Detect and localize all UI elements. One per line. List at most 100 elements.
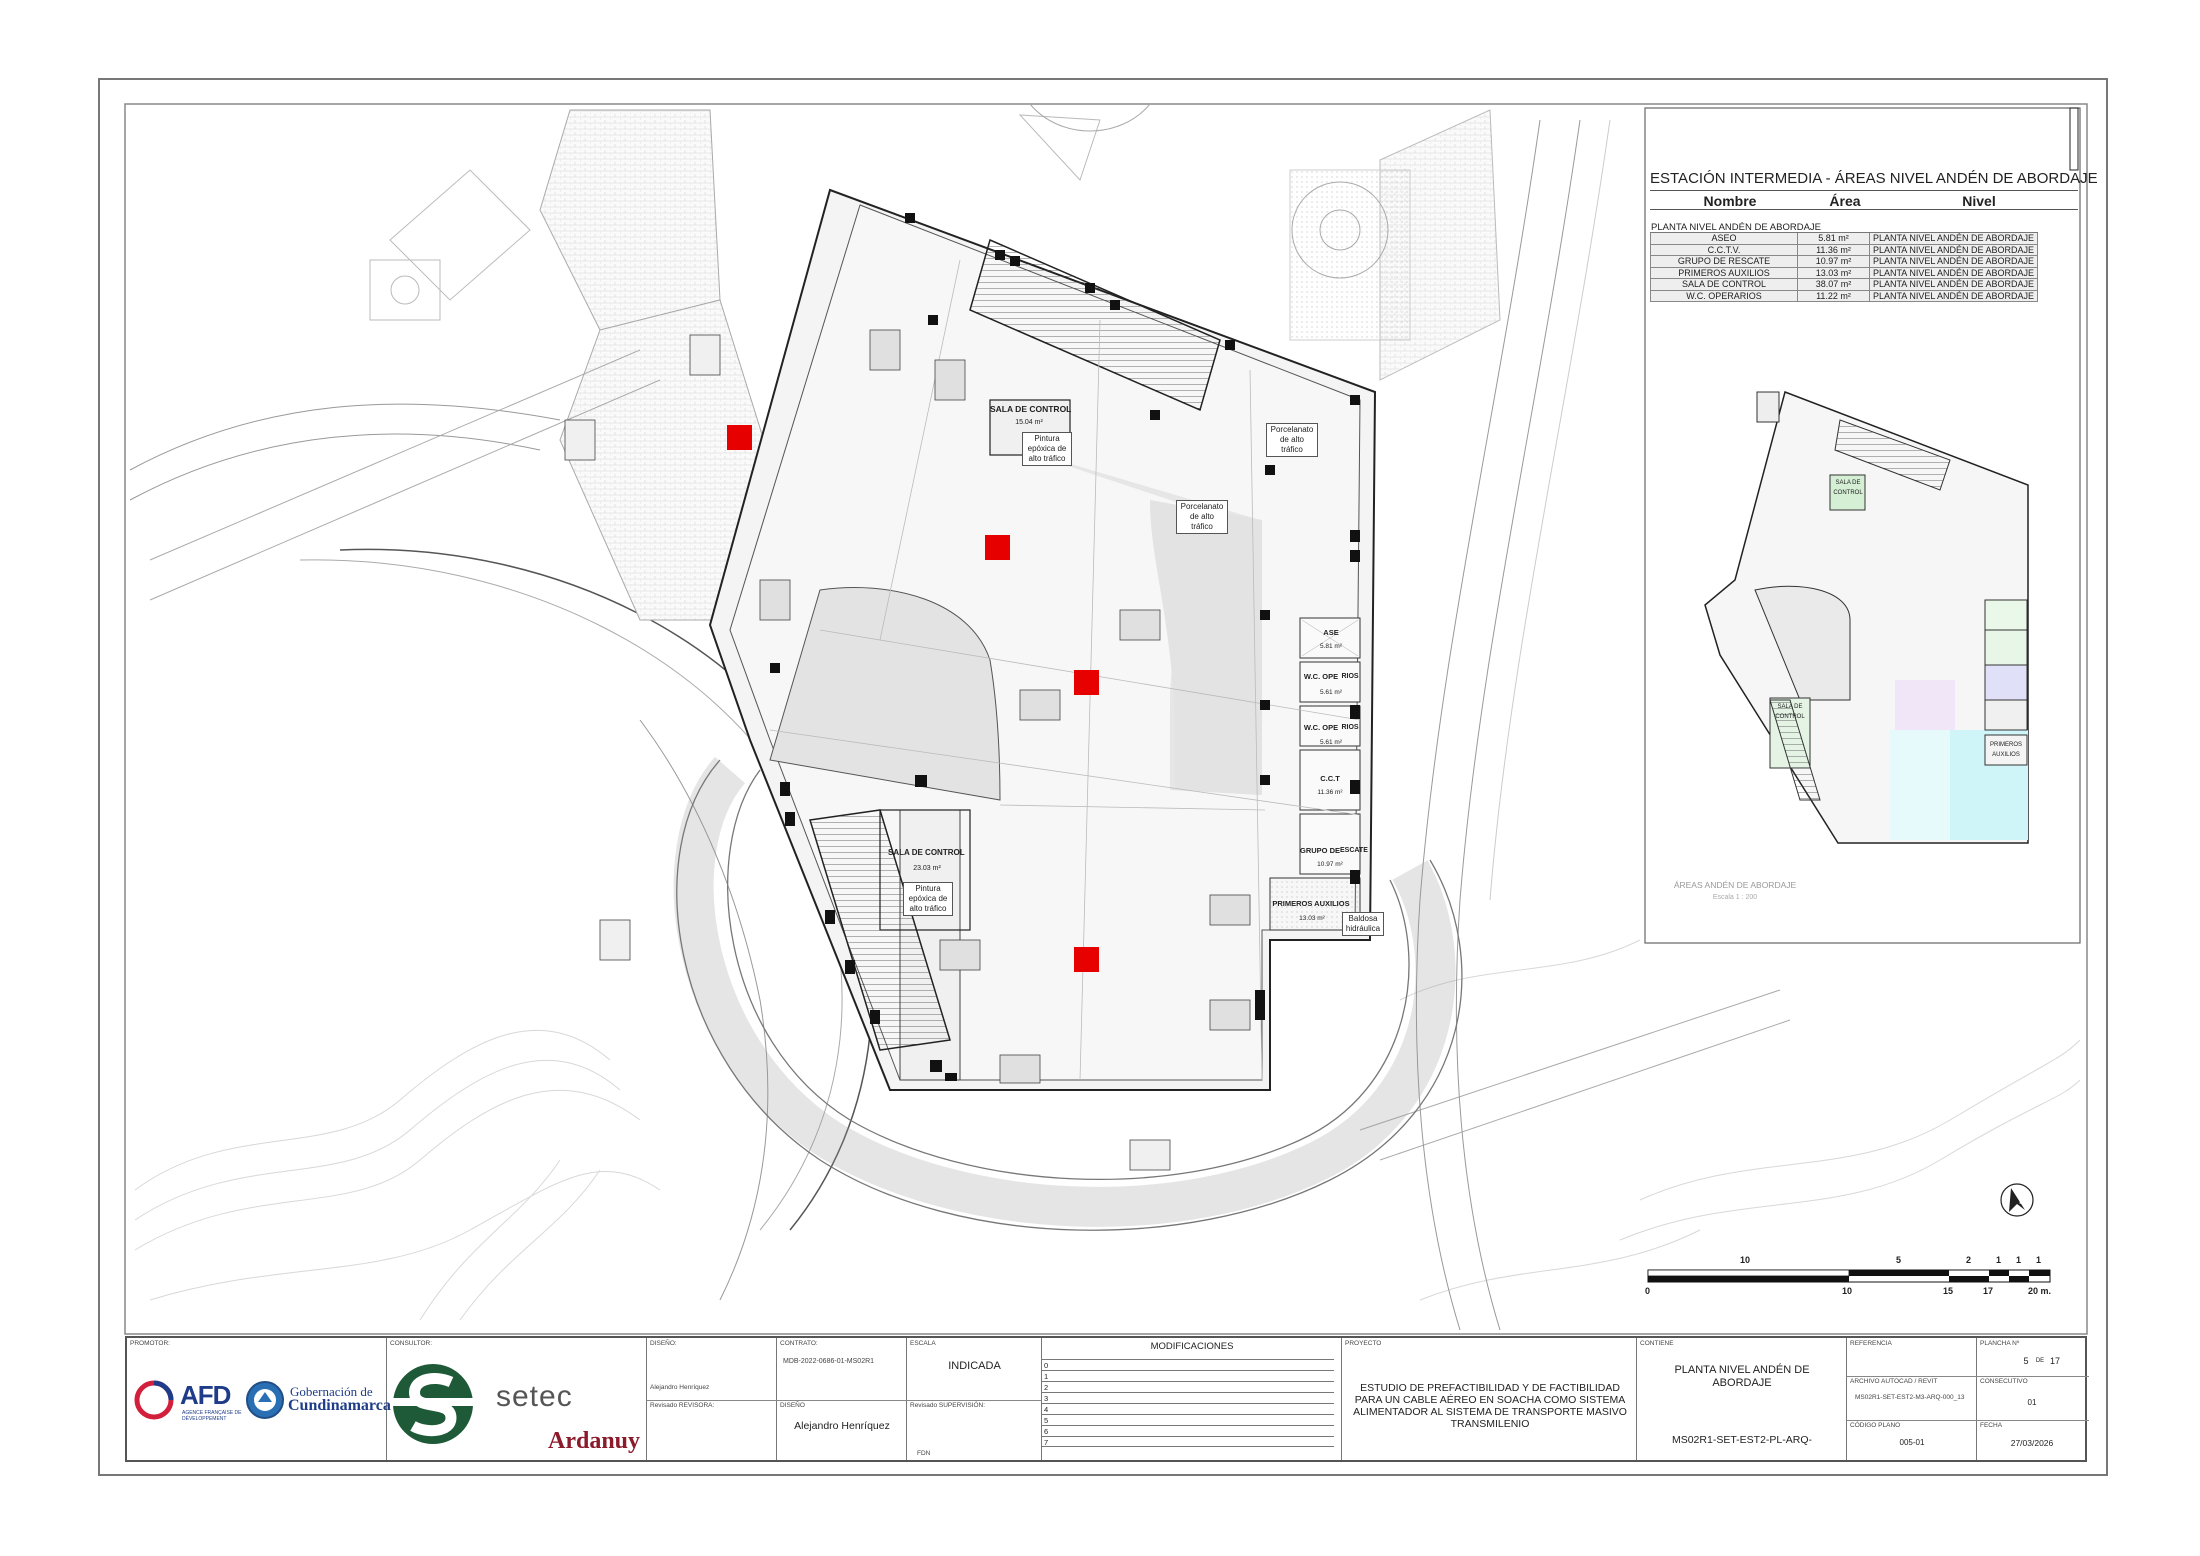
table-row: GRUPO DE RESCATE 10.97 m² PLANTA NIVEL A… — [1650, 256, 2038, 268]
mod-row: 5 — [1042, 1414, 1334, 1425]
afd-ring-icon — [134, 1380, 174, 1420]
setec-logo — [393, 1360, 473, 1453]
mod-row: 0 — [1042, 1359, 1334, 1370]
keyplan-caption: ÁREAS ANDÉN DE ABORDAJE — [1673, 880, 1797, 890]
divider — [777, 1400, 907, 1401]
cell-nombre: C.C.T.V. — [1650, 244, 1798, 255]
mod-row: 4 — [1042, 1403, 1334, 1414]
fecha-label: FECHA — [1980, 1422, 2003, 1429]
diseno-value-small: Alejandro Henríquez — [650, 1384, 710, 1391]
divider — [907, 1400, 1042, 1401]
plancha-label: PLANCHA Nº — [1980, 1340, 2020, 1347]
table-row: W.C. OPERARIOS 11.22 m² PLANTA NIVEL AND… — [1650, 290, 2038, 302]
scale-top-10: 10 — [1740, 1255, 1751, 1265]
contiene-value: PLANTA NIVEL ANDÉN DE ABORDAJE — [1674, 1364, 1810, 1389]
dibujo-label: DISEÑO — [780, 1402, 805, 1409]
plancha-value: 5 — [2023, 1356, 2029, 1366]
revisado-supervision-label: Revisado SUPERVISIÓN: — [910, 1402, 986, 1409]
label-grupo-b: ESCATE — [1340, 847, 1368, 854]
proyecto-cell — [1342, 1338, 1637, 1460]
plancha-total: 17 — [2049, 1356, 2060, 1366]
cell-nivel: PLANTA NIVEL ANDÉN DE ABORDAJE — [1870, 256, 2038, 267]
consecutivo-label: CONSECUTIVO — [1980, 1378, 2028, 1385]
setec-text: setec — [496, 1380, 573, 1413]
sheet-frame — [98, 78, 2108, 1476]
setec-s-icon — [393, 1364, 473, 1444]
cell-nivel: PLANTA NIVEL ANDÉN DE ABORDAJE — [1870, 244, 2038, 255]
col-area-header: Área — [1829, 193, 1861, 209]
label-aseo: ASE — [1323, 628, 1339, 637]
scale-bottom-0: 0 — [1645, 1286, 1651, 1296]
afd-logo — [134, 1378, 194, 1427]
cell-nombre: PRIMEROS AUXILIOS — [1650, 267, 1798, 278]
label-wc-2-area: 5.61 m² — [1319, 739, 1343, 746]
codigo-value: 005-01 — [1899, 1438, 1925, 1447]
keyplan-scale: Escala 1 : 200 — [1712, 894, 1758, 901]
mod-row: 3 — [1042, 1392, 1334, 1403]
cell-nombre: ASEO — [1650, 233, 1798, 244]
contour-lines — [134, 939, 2081, 1321]
scale-top-5: 5 — [1896, 1255, 1902, 1265]
seal-icon — [246, 1381, 284, 1419]
col-nombre-header: Nombre — [1703, 193, 1757, 209]
archivo-label: ARCHIVO AUTOCAD / REVIT — [1850, 1378, 1938, 1385]
keyplan-sala-control-bottom: SALA DE CONTROL — [1775, 704, 1805, 720]
roads — [149, 119, 1791, 1331]
label-grupo-area: 10.97 m² — [1317, 861, 1343, 868]
referencia-label: REFERENCIA — [1850, 1340, 1892, 1347]
dibujo-value: Alejandro Henríquez — [794, 1420, 890, 1432]
col-nivel-header: Nivel — [1962, 193, 1996, 209]
label-primeros: PRIMEROS AUXILIOS — [1272, 899, 1350, 908]
cell-nivel: PLANTA NIVEL ANDÉN DE ABORDAJE — [1870, 290, 2038, 301]
archivo-value: MS02R1-SET-EST2-M3-ARQ-000_13 — [1855, 1394, 1965, 1401]
label-sala-control-1: SALA DE CONTROL — [990, 404, 1072, 414]
scale-top-2: 2 — [1966, 1255, 1972, 1265]
promotor-label: PROMOTOR: — [130, 1340, 170, 1347]
label-aseo-area: 5.81 m² — [1319, 643, 1343, 650]
scale-bottom-20: 20 m. — [2028, 1286, 2052, 1296]
mod-row: 7 — [1042, 1436, 1334, 1447]
codigo-label: CÓDIGO PLANO — [1850, 1422, 1901, 1429]
diseno-label: DISEÑO: — [650, 1340, 677, 1347]
cell-area: 38.07 m² — [1798, 279, 1870, 290]
label-wc-1b: RIOS — [1341, 673, 1359, 680]
scale-bottom-17: 17 — [1983, 1286, 1994, 1296]
modificaciones-cell — [1042, 1338, 1342, 1460]
label-wc-2b: RIOS — [1341, 724, 1359, 731]
consultor-label: CONSULTOR: — [390, 1340, 433, 1347]
referencia-cell — [1847, 1338, 1977, 1460]
label-sala-control-2-area: 23.03 m² — [913, 865, 941, 872]
scale-bottom-10: 10 — [1842, 1286, 1853, 1296]
cell-nivel: PLANTA NIVEL ANDÉN DE ABORDAJE — [1870, 233, 2038, 244]
label-pintura-1: Pintura epóxica de alto tráfico — [1022, 432, 1072, 466]
cell-nombre: SALA DE CONTROL — [1650, 279, 1798, 290]
ardanuy-text: Ardanuy — [548, 1428, 641, 1454]
graphic-scale-bar — [1647, 1269, 2051, 1283]
area-table-group-label: PLANTA NIVEL ANDÉN DE ABORDAJE — [1651, 222, 1821, 233]
promotor-cell — [127, 1338, 387, 1460]
escala-value: INDICADA — [948, 1360, 1001, 1372]
keyplan-sala-control-top: SALA DE CONTROL — [1833, 480, 1863, 496]
label-wc-1-area: 5.61 m² — [1319, 689, 1343, 696]
cell-nivel: PLANTA NIVEL ANDÉN DE ABORDAJE — [1870, 267, 2038, 278]
diseno-cell — [647, 1338, 777, 1460]
cell-area: 10.97 m² — [1798, 256, 1870, 267]
label-sala-control-1-area: 15.04 m² — [1015, 419, 1043, 426]
building-plan — [564, 188, 1463, 1231]
mod-row: 2 — [1042, 1381, 1334, 1392]
contrato-label: CONTRATO: — [780, 1340, 818, 1347]
scale-top-1c: 1 — [2036, 1255, 2042, 1265]
label-baldosa: Baldosa hidráulica — [1342, 912, 1384, 936]
revisado-revisora-label: Revisado REVISORA: — [650, 1402, 715, 1409]
mod-row: 1 — [1042, 1370, 1334, 1381]
area-table-title: ESTACIÓN INTERMEDIA - ÁREAS NIVEL ANDÉN … — [1650, 170, 2098, 187]
contiene-label: CONTIENE — [1640, 1340, 1674, 1347]
table-row: SALA DE CONTROL 38.07 m² PLANTA NIVEL AN… — [1650, 279, 2038, 291]
label-sala-control-2: SALA DE CONTROL — [888, 848, 965, 857]
plano-code: MS02R1-SET-EST2-PL-ARQ- — [1671, 1434, 1813, 1446]
proyecto-label: PROYECTO — [1345, 1340, 1382, 1347]
contrato-value: MDB-2022-0686-01-MS02R1 — [783, 1358, 875, 1365]
area-table-header: Nombre Área Nivel — [1650, 190, 2078, 210]
divider — [647, 1400, 777, 1401]
contiene-cell — [1637, 1338, 1847, 1460]
